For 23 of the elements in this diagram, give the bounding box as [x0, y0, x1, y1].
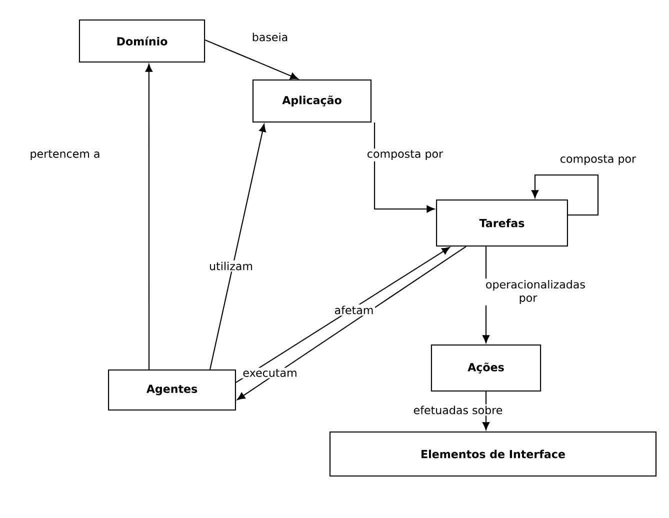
concept-box: Domínio — [78, 19, 206, 63]
concept-box: Ações — [430, 344, 542, 392]
edge-label: executam — [241, 368, 299, 378]
arrow — [237, 246, 466, 400]
edge-label: operacionalizadas por — [484, 278, 585, 306]
concept-box: Agentes — [108, 369, 236, 411]
edge-label: baseia — [250, 31, 290, 43]
edge-label: composta por — [366, 148, 444, 162]
arrow — [482, 392, 490, 430]
edge-label: composta por — [558, 154, 638, 166]
concept-box: Tarefas — [436, 199, 568, 247]
concept-box: Aplicação — [252, 79, 372, 123]
arrow — [531, 174, 599, 216]
edge-label: afetam — [332, 304, 376, 316]
arrow — [236, 247, 450, 383]
arrow — [209, 124, 266, 370]
arrow — [145, 64, 152, 370]
edge-label: efetuadas sobre — [412, 404, 504, 416]
edge-label: utilizam — [208, 260, 254, 272]
concept-box: Elementos de Interface — [329, 431, 657, 477]
arrow — [374, 122, 435, 213]
edge-label: pertencem a — [28, 148, 102, 162]
arrow — [204, 40, 298, 80]
